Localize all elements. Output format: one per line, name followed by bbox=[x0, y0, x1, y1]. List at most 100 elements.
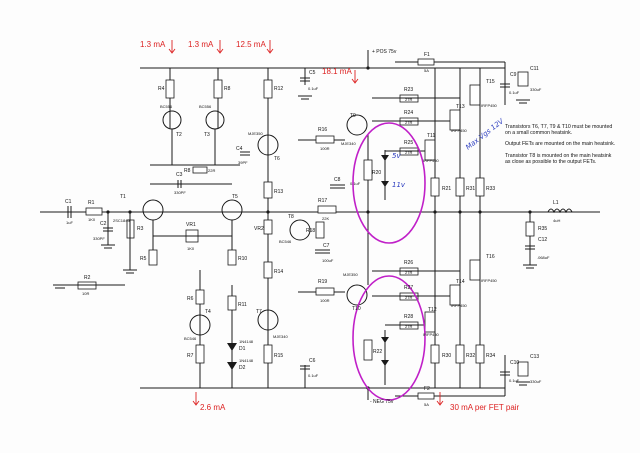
label-r22: R22 bbox=[373, 349, 382, 355]
resistor-r32 bbox=[455, 344, 465, 364]
note-line-3: Output FETs are mounted on the main heat… bbox=[505, 141, 615, 147]
trimpot-vr2 bbox=[263, 219, 273, 235]
resistor-r4 bbox=[165, 79, 175, 99]
fuse-f1 bbox=[417, 58, 435, 66]
mosfet-t14-body bbox=[449, 284, 461, 306]
label-t13: T13 bbox=[456, 104, 465, 110]
capacitor-c13 bbox=[517, 361, 529, 377]
label-t5: T5 bbox=[232, 194, 238, 200]
value-r1: 1K0 bbox=[88, 217, 96, 222]
label-r12: R12 bbox=[274, 86, 283, 92]
type-t12: IRFP450 bbox=[423, 332, 440, 337]
label-r33: R33 bbox=[486, 186, 495, 192]
ground-symbol bbox=[53, 284, 67, 289]
transistor-t3-symbol bbox=[205, 110, 225, 130]
transistor-t8-symbol bbox=[289, 219, 311, 241]
type-t16: IRFP450 bbox=[481, 278, 498, 283]
current-arrow bbox=[436, 392, 444, 406]
label-r24: R24 bbox=[404, 110, 413, 116]
value-c11: 330uF bbox=[530, 87, 542, 92]
ground-symbol bbox=[101, 244, 115, 249]
label-t2: T2 bbox=[176, 132, 182, 138]
type-t1: 2SC1845 bbox=[113, 218, 130, 223]
label-t7: T7 bbox=[256, 309, 262, 315]
junction-dot bbox=[458, 210, 462, 214]
positive-rail-label: + POS 75v bbox=[372, 49, 397, 55]
value-l1: 4uH bbox=[553, 218, 560, 223]
resistor-r6 bbox=[195, 289, 205, 305]
label-c3: C3 bbox=[176, 172, 183, 178]
label-c12: C12 bbox=[538, 237, 547, 243]
label-c6: C6 bbox=[309, 358, 316, 364]
current-label-vas: 12.5 mA bbox=[236, 40, 266, 49]
transistor-t2-symbol bbox=[162, 110, 182, 130]
transistor-t5-symbol bbox=[221, 199, 243, 221]
value-c5: 0.1uF bbox=[308, 86, 319, 91]
label-f1: F1 bbox=[424, 52, 430, 58]
note-line-4: Transistor T8 is mounted on the main hea… bbox=[505, 153, 612, 159]
type-t8: BC546 bbox=[279, 239, 292, 244]
label-t10: T10 bbox=[352, 306, 361, 312]
diode-d1-symbol bbox=[227, 343, 237, 351]
resistor-r18 bbox=[315, 221, 325, 239]
label-c2: C2 bbox=[100, 221, 107, 227]
label-t12: T12 bbox=[428, 307, 437, 313]
label-c5: C5 bbox=[309, 70, 316, 76]
ground-symbol bbox=[298, 95, 312, 100]
value-r8-bridge: 22R bbox=[208, 168, 215, 173]
mosfet-t11-body bbox=[424, 139, 436, 161]
handwritten-11v: 11v bbox=[392, 181, 406, 189]
junction-dot bbox=[366, 66, 370, 70]
value-c9: 0.1uF bbox=[509, 90, 520, 95]
label-r10: R10 bbox=[238, 256, 247, 262]
fuse-f2 bbox=[417, 392, 435, 400]
label-r20: R20 bbox=[372, 170, 381, 176]
type-t14: IRFP450 bbox=[451, 303, 468, 308]
resistor-r21 bbox=[430, 177, 440, 197]
label-r2: R2 bbox=[84, 275, 91, 281]
label-c8: C8 bbox=[334, 177, 341, 183]
label-f2: F2 bbox=[424, 386, 430, 392]
label-c7: C7 bbox=[323, 243, 330, 249]
current-arrow bbox=[266, 40, 274, 54]
label-r30: R30 bbox=[442, 353, 451, 359]
value-r24: 27R bbox=[405, 120, 412, 125]
value-c3: 330PF bbox=[174, 190, 186, 195]
mosfet-t15-body bbox=[469, 84, 481, 106]
transistor-t6-symbol bbox=[257, 134, 279, 156]
value-c1: 1uF bbox=[66, 220, 73, 225]
label-r4: R4 bbox=[158, 86, 165, 92]
type-t13: IRFP450 bbox=[451, 128, 468, 133]
label-c4: C4 bbox=[236, 146, 243, 152]
type-t3: BC556 bbox=[199, 104, 212, 109]
label-t3: T3 bbox=[204, 132, 210, 138]
junction-dot bbox=[128, 210, 132, 214]
value-r19: 100R bbox=[320, 298, 330, 303]
type-t7: MJE340 bbox=[273, 334, 288, 339]
value-r17: 22K bbox=[322, 216, 329, 221]
mosfet-t16-body bbox=[469, 259, 481, 281]
label-t6: T6 bbox=[274, 156, 280, 162]
ground-symbol bbox=[123, 269, 137, 274]
resistor-r34 bbox=[475, 344, 485, 364]
zener-top-a-symbol bbox=[381, 155, 389, 161]
resistor-r16 bbox=[315, 135, 335, 144]
label-c13: C13 bbox=[530, 354, 539, 360]
resistor-r20-left bbox=[363, 159, 373, 181]
resistor-r10 bbox=[227, 249, 237, 266]
type-d2: 1N4148 bbox=[239, 358, 254, 363]
resistor-r1 bbox=[85, 207, 103, 216]
label-r27: R27 bbox=[404, 285, 413, 291]
current-arrow bbox=[351, 70, 359, 84]
type-t11: IRFP450 bbox=[423, 158, 440, 163]
label-t16: T16 bbox=[486, 254, 495, 260]
label-t1: T1 bbox=[120, 194, 126, 200]
junction-dot bbox=[528, 210, 532, 214]
label-r3: R3 bbox=[137, 226, 144, 232]
value-c10: 0.1uF bbox=[509, 378, 520, 383]
current-label-t2: 1.3 mA bbox=[140, 40, 166, 49]
label-r26: R26 bbox=[404, 260, 413, 266]
label-c11: C11 bbox=[530, 66, 539, 72]
resistor-r12 bbox=[263, 79, 273, 99]
label-r14: R14 bbox=[274, 269, 283, 275]
